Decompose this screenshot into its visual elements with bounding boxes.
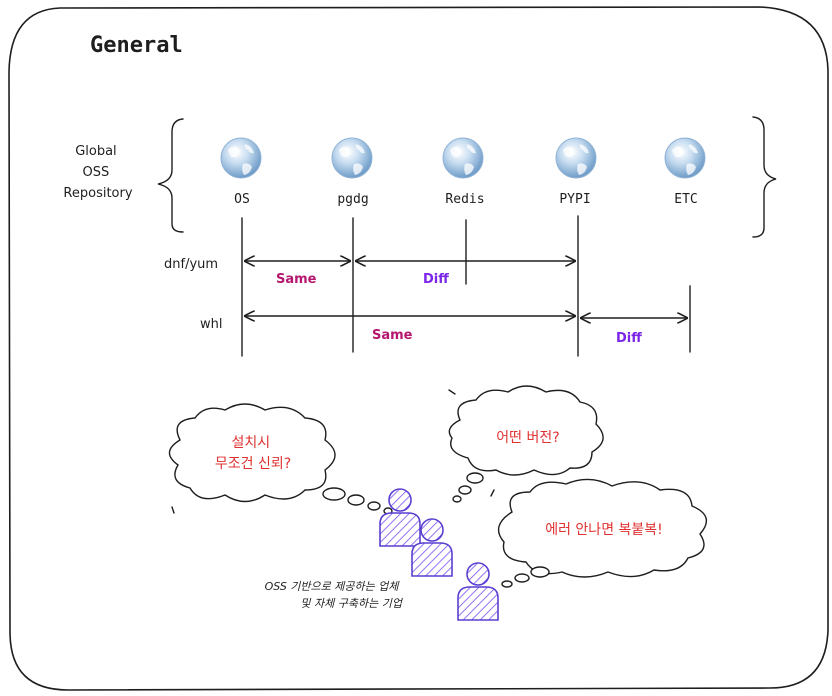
repo-label-pypi: PYPI — [559, 192, 590, 207]
person-icon — [457, 562, 499, 621]
caption: OSS 기반으로 제공하는 업체 및 자체 구축하는 기업 — [265, 580, 404, 610]
thought-bubble-install-trust — [168, 403, 336, 503]
row-label: Global OSS Repository — [63, 144, 132, 201]
thought-dot — [530, 566, 550, 578]
method-label-whl: whl — [200, 317, 222, 332]
repo-label-pgdg: pgdg — [337, 192, 368, 207]
right-brace — [752, 116, 777, 238]
thought-dot — [367, 501, 381, 511]
method-label-dnf: dnf/yum — [164, 257, 218, 272]
globe-icon — [555, 137, 597, 179]
globe-icon — [331, 137, 373, 179]
whl-same-label: Same — [372, 328, 413, 343]
bubble-text-install-trust-line-2: 무조건 신뢰? — [215, 456, 291, 472]
caption-line-1: OSS 기반으로 제공하는 업체 — [265, 580, 401, 593]
thought-bubble-which-version — [448, 385, 604, 476]
bubble-text-copy-paste: 에러 안나면 복붙복! — [545, 522, 663, 538]
thought-dot — [514, 573, 530, 583]
bubble-text-install-trust-line-1: 설치시 — [231, 435, 270, 451]
stroke-mark — [490, 489, 495, 497]
globe-icon — [664, 137, 706, 179]
bubble-text-which-version: 어떤 버전? — [496, 430, 559, 446]
repo-label-os: OS — [234, 192, 250, 207]
globe-icon — [220, 137, 262, 179]
stroke-mark — [448, 389, 456, 395]
dnf-diff-label: Diff — [423, 272, 449, 287]
thought-dot — [466, 472, 484, 484]
thought-bubble-copy-paste — [497, 478, 708, 578]
thought-dot — [458, 485, 472, 495]
thought-dot — [501, 580, 513, 588]
caption-line-2: 및 자체 구축하는 기업 — [300, 597, 403, 610]
left-brace — [157, 118, 184, 233]
person-icon — [379, 488, 421, 547]
outer-frame — [8, 6, 829, 691]
thought-dot — [452, 495, 462, 503]
whl-diff-label: Diff — [616, 331, 642, 346]
row-label-line-3: Repository — [63, 186, 132, 201]
repo-label-redis: Redis — [445, 192, 484, 207]
repo-label-etc: ETC — [674, 192, 697, 207]
dnf-same-label: Same — [276, 272, 317, 287]
page-title: General — [90, 33, 183, 58]
row-label-line-2: OSS — [83, 165, 110, 180]
thought-dot — [347, 494, 365, 506]
stroke-mark — [171, 506, 175, 514]
bubble-text-install-trust: 설치시 무조건 신뢰? — [215, 435, 291, 472]
globe-icon — [442, 137, 484, 179]
row-label-line-1: Global — [75, 144, 116, 159]
thought-dot — [322, 487, 346, 501]
